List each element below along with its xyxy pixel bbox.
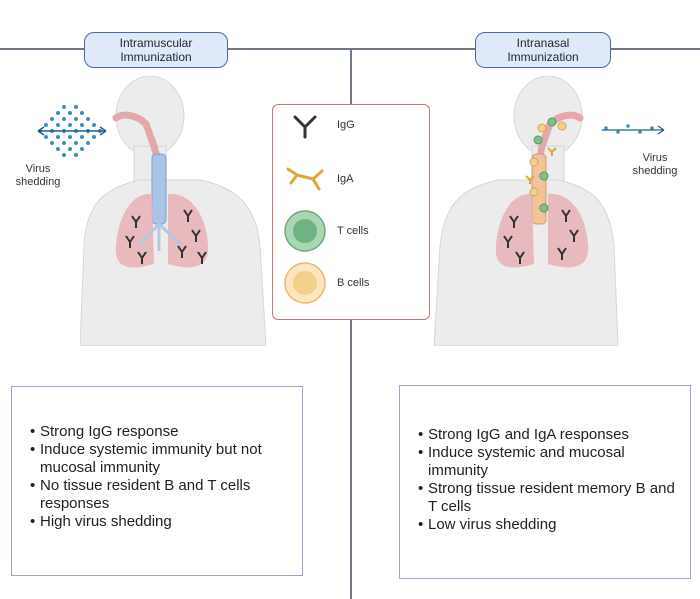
high-virus-shedding-cloud bbox=[37, 105, 107, 157]
intranasal-bullet: Low virus shedding bbox=[418, 516, 680, 534]
intramuscular-bullet: Induce systemic immunity but not mucosal… bbox=[30, 441, 292, 477]
legend-label-t-cells: T cells bbox=[337, 225, 369, 237]
intranasal-summary-panel: Strong IgG and IgA responses Induce syst… bbox=[399, 385, 691, 579]
right-shedding-line2: shedding bbox=[632, 165, 678, 177]
left-lung-igg-antibodies bbox=[125, 209, 207, 264]
b-cell-icon bbox=[284, 262, 326, 304]
intranasal-bullet: Strong IgG and IgA responses bbox=[418, 426, 680, 444]
intramuscular-bullet-list: Strong IgG response Induce systemic immu… bbox=[30, 423, 292, 531]
legend-label-iga: IgA bbox=[337, 173, 354, 185]
intramuscular-title-pill: Intramuscular Immunization bbox=[84, 32, 228, 68]
intranasal-bullet-list: Strong IgG and IgA responses Induce syst… bbox=[418, 426, 680, 534]
right-shedding-line1: Virus bbox=[642, 152, 668, 164]
intramuscular-bullet: High virus shedding bbox=[30, 513, 292, 531]
intranasal-title-line2: Immunization bbox=[507, 50, 579, 64]
intranasal-bullet: Induce systemic and mucosal immunity bbox=[418, 444, 680, 480]
left-shedding-line1: Virus bbox=[25, 163, 51, 175]
intranasal-title-pill: Intranasal Immunization bbox=[475, 32, 611, 68]
intramuscular-bullet: No tissue resident B and T cells respons… bbox=[30, 477, 292, 513]
intranasal-bullet: Strong tissue resident memory B and T ce… bbox=[418, 480, 680, 516]
iga-antibody-icon bbox=[286, 167, 324, 191]
right-body-illustration bbox=[433, 76, 619, 346]
intramuscular-title-line2: Immunization bbox=[120, 50, 192, 64]
t-cell-icon bbox=[284, 210, 326, 252]
left-body-illustration bbox=[80, 76, 267, 346]
legend-label-b-cells: B cells bbox=[337, 277, 370, 289]
center-divider-line bbox=[350, 48, 352, 599]
right-virus-shedding-label: Virus shedding bbox=[630, 152, 680, 178]
left-lung-right-lobe bbox=[168, 193, 209, 268]
right-lung-igg-antibodies bbox=[503, 209, 579, 264]
legend-box: IgG IgA T cells B cells bbox=[272, 104, 430, 320]
left-virus-shedding-label: Virus shedding bbox=[14, 163, 62, 189]
igg-antibody-icon bbox=[293, 115, 317, 139]
intramuscular-summary-panel: Strong IgG response Induce systemic immu… bbox=[11, 386, 303, 576]
right-lung-left-lobe bbox=[495, 193, 534, 268]
mucosal-immune-cells bbox=[529, 117, 567, 213]
left-lung-left-lobe bbox=[115, 193, 154, 268]
low-virus-shedding-cloud bbox=[602, 124, 665, 135]
intranasal-title-line1: Intranasal bbox=[516, 36, 570, 50]
legend-label-igg: IgG bbox=[337, 119, 355, 131]
left-shedding-line2: shedding bbox=[15, 176, 61, 188]
right-airway-iga-antibodies bbox=[525, 147, 557, 184]
intramuscular-title-line1: Intramuscular bbox=[119, 36, 193, 50]
intramuscular-bullet: Strong IgG response bbox=[30, 423, 292, 441]
